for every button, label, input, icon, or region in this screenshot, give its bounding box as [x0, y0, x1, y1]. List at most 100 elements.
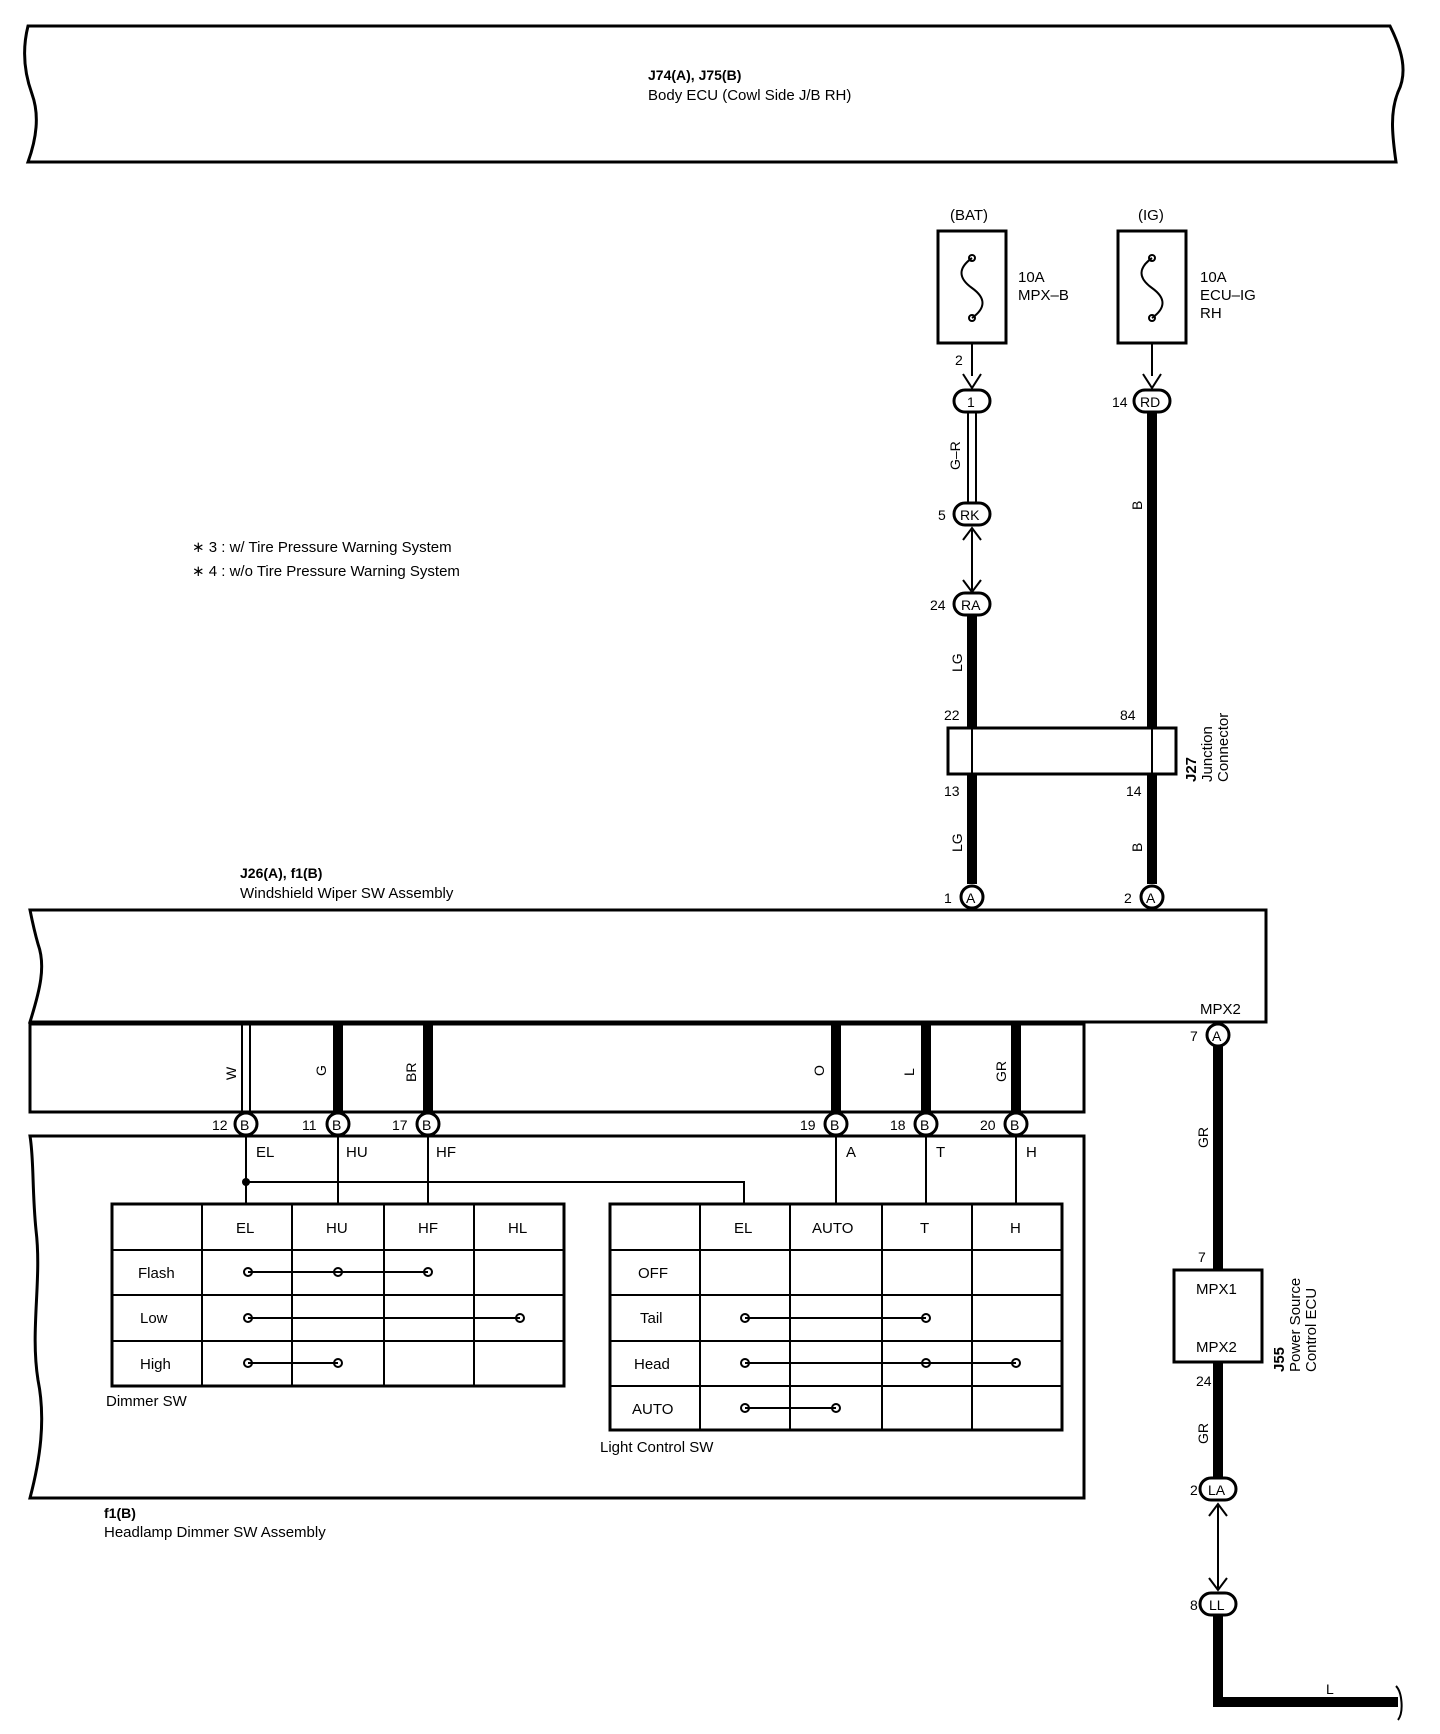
- headlamp-dimmer-sw-assembly: f1(B) Headlamp Dimmer SW Assembly EL HU …: [28, 1134, 1086, 1541]
- fuse-name: MPX–B: [1018, 287, 1069, 304]
- svg-text:17: 17: [392, 1117, 408, 1133]
- svg-text:H: H: [1026, 1144, 1037, 1161]
- svg-text:B: B: [920, 1117, 929, 1133]
- svg-text:B: B: [422, 1117, 431, 1133]
- connector-ra: RA: [961, 597, 981, 613]
- svg-text:Control ECU: Control ECU: [1303, 1288, 1320, 1372]
- svg-text:W: W: [223, 1066, 239, 1080]
- svg-text:22: 22: [944, 707, 960, 723]
- svg-text:11: 11: [302, 1117, 317, 1133]
- note-3: ∗ 3 : w/ Tire Pressure Warning System: [192, 539, 452, 556]
- wire-color-b: B: [1129, 501, 1145, 510]
- svg-text:Tail: Tail: [640, 1310, 663, 1327]
- fuse-rating: 10A: [1018, 269, 1045, 286]
- connector-ll: LL: [1209, 1597, 1225, 1613]
- svg-text:H: H: [1010, 1220, 1021, 1237]
- svg-text:Head: Head: [634, 1356, 670, 1373]
- mpx-chain: 7 A GR 7 MPX1 MPX2 J55 Power Source Cont…: [1172, 1022, 1403, 1721]
- note-4: ∗ 4 : w/o Tire Pressure Warning System: [192, 563, 460, 580]
- svg-text:B: B: [1010, 1117, 1019, 1133]
- svg-text:GR: GR: [1195, 1423, 1211, 1444]
- svg-text:8: 8: [1190, 1597, 1198, 1613]
- svg-text:MPX1: MPX1: [1196, 1281, 1237, 1298]
- svg-text:T: T: [920, 1220, 929, 1237]
- svg-text:1: 1: [944, 890, 952, 906]
- body-ecu-title: J74(A), J75(B): [648, 67, 741, 83]
- svg-text:LG: LG: [949, 833, 965, 852]
- fuse-mpx-b: (BAT) 10A MPX–B: [936, 207, 1069, 345]
- fuse-name-2: RH: [1200, 305, 1222, 322]
- svg-text:24: 24: [1196, 1373, 1212, 1389]
- light-control-sw-table: EL AUTO T H OFF Tail Head AUTO Light Con…: [600, 1202, 1064, 1456]
- svg-text:Power Source: Power Source: [1287, 1278, 1304, 1372]
- svg-text:GR: GR: [1195, 1127, 1211, 1148]
- fuse-rating: 10A: [1200, 269, 1227, 286]
- svg-text:13: 13: [944, 783, 960, 799]
- dimmer-sw-label: Dimmer SW: [106, 1393, 188, 1410]
- wiper-sw-title: J26(A), f1(B): [240, 865, 322, 881]
- svg-text:BR: BR: [403, 1063, 419, 1082]
- svg-text:HU: HU: [346, 1144, 368, 1161]
- svg-text:B: B: [240, 1117, 249, 1133]
- svg-text:G: G: [313, 1065, 329, 1076]
- svg-text:18: 18: [890, 1117, 906, 1133]
- harness-wires: W G BR O L GR: [223, 1024, 1021, 1112]
- svg-text:Connector: Connector: [1215, 713, 1232, 782]
- connector-la: LA: [1208, 1482, 1226, 1498]
- connector-rk: RK: [960, 507, 980, 523]
- svg-text:HU: HU: [326, 1220, 348, 1237]
- svg-text:EL: EL: [256, 1144, 274, 1161]
- svg-text:7: 7: [1198, 1249, 1206, 1265]
- connector-1: 1: [967, 394, 975, 410]
- power-ecu-id: J55: [1271, 1347, 1288, 1372]
- b-connector-row: 12 B 11 B 17 B 19 B 18 B 20 B: [212, 1111, 1029, 1137]
- light-control-sw-label: Light Control SW: [600, 1439, 714, 1456]
- fuse-name: ECU–IG: [1200, 287, 1256, 304]
- body-ecu-subtitle: Body ECU (Cowl Side J/B RH): [648, 87, 851, 104]
- svg-text:2: 2: [1190, 1482, 1198, 1498]
- svg-text:7: 7: [1190, 1028, 1198, 1044]
- svg-text:MPX2: MPX2: [1196, 1339, 1237, 1356]
- svg-text:O: O: [811, 1065, 827, 1076]
- dimmer-sw-table: EL HU HF HL Flash Low High Dimmer SW: [106, 1202, 566, 1410]
- svg-text:AUTO: AUTO: [812, 1220, 853, 1237]
- headlamp-title: f1(B): [104, 1505, 136, 1521]
- svg-text:T: T: [936, 1144, 945, 1161]
- wire-color-gr-r: G–R: [947, 441, 963, 470]
- body-ecu-block: J74(A), J75(B) Body ECU (Cowl Side J/B R…: [23, 24, 1405, 164]
- svg-text:2: 2: [955, 352, 963, 368]
- wire-color-lg: LG: [949, 653, 965, 672]
- wire-chain-ig: 14 RD B 84: [1112, 343, 1172, 728]
- svg-text:L: L: [1326, 1681, 1334, 1697]
- svg-text:HF: HF: [436, 1144, 456, 1161]
- svg-text:Flash: Flash: [138, 1265, 175, 1282]
- svg-text:24: 24: [930, 597, 946, 613]
- fuse-source-ig: (IG): [1138, 207, 1164, 224]
- svg-text:High: High: [140, 1356, 171, 1373]
- svg-text:20: 20: [980, 1117, 996, 1133]
- svg-text:84: 84: [1120, 707, 1136, 723]
- svg-text:Junction: Junction: [1199, 726, 1216, 782]
- svg-text:19: 19: [800, 1117, 816, 1133]
- junction-id: J27: [1183, 757, 1200, 782]
- svg-text:EL: EL: [236, 1220, 254, 1237]
- svg-text:14: 14: [1112, 394, 1128, 410]
- wiper-sw-assembly: J26(A), f1(B) Windshield Wiper SW Assemb…: [27, 865, 1268, 1114]
- svg-text:B: B: [830, 1117, 839, 1133]
- svg-text:2: 2: [1124, 890, 1132, 906]
- svg-text:EL: EL: [734, 1220, 752, 1237]
- fuse-source-bat: (BAT): [950, 207, 988, 224]
- svg-text:12: 12: [212, 1117, 228, 1133]
- wire-chain-bat: 2 1 G–R 5 RK 24 RA LG 22: [930, 343, 992, 728]
- svg-text:A: A: [846, 1144, 856, 1161]
- junction-connector-j27: J27 Junction Connector: [946, 713, 1232, 782]
- svg-text:AUTO: AUTO: [632, 1401, 673, 1418]
- connector-a: A: [966, 890, 976, 906]
- wiper-sw-subtitle: Windshield Wiper SW Assembly: [240, 885, 454, 902]
- svg-text:HF: HF: [418, 1220, 438, 1237]
- svg-text:L: L: [901, 1068, 917, 1076]
- connector-a: A: [1212, 1028, 1222, 1044]
- svg-text:OFF: OFF: [638, 1265, 668, 1282]
- connector-rd: RD: [1140, 394, 1160, 410]
